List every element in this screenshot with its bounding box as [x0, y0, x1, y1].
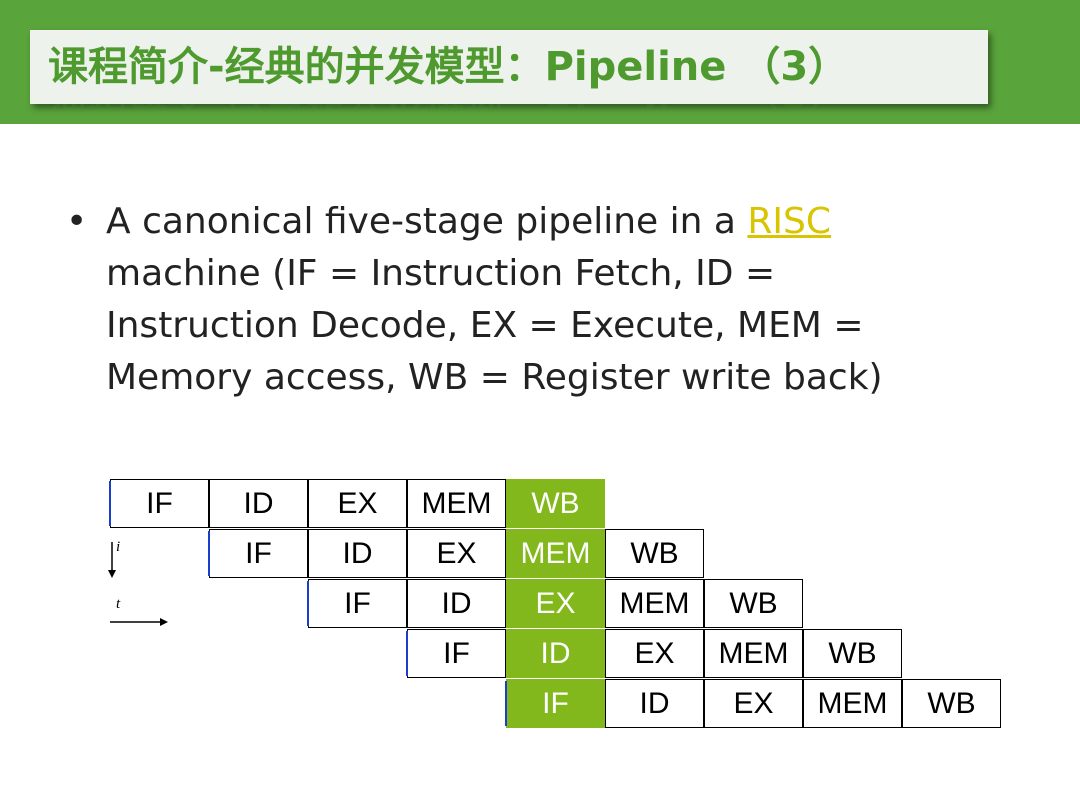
pipeline-cell-id: ID — [308, 529, 407, 578]
pipeline-cell-mem: MEM — [407, 479, 506, 528]
pipeline-cell-id: ID — [407, 579, 506, 628]
pipeline-cell-wb: WB — [506, 479, 605, 528]
pipeline-cell-ex: EX — [506, 579, 605, 628]
pipeline-cell-if: IF — [110, 479, 209, 528]
pipeline-cell-if: IF — [209, 529, 308, 578]
pipeline-cell-wb: WB — [704, 579, 803, 628]
pipeline-cell-wb: WB — [605, 529, 704, 578]
pipeline-cell-ex: EX — [605, 629, 704, 678]
bullet-text-end: machine (IF = Instruction Fetch, ID = In… — [106, 253, 883, 398]
pipeline-cell-wb: WB — [803, 629, 902, 678]
slide-title: 课程简介-经典的并发模型：Pipeline （3） — [48, 44, 849, 90]
pipeline-cell-mem: MEM — [506, 529, 605, 578]
row-start-marker — [406, 631, 408, 676]
row-start-marker — [109, 481, 111, 526]
pipeline-cell-if: IF — [506, 679, 605, 728]
axis-arrows — [108, 542, 168, 626]
pipeline-cell-mem: MEM — [605, 579, 704, 628]
pipeline-cell-if: IF — [308, 579, 407, 628]
row-start-marker — [307, 581, 309, 626]
axis-t-arrowhead — [160, 618, 168, 626]
pipeline-cell-id: ID — [209, 479, 308, 528]
pipeline-cell-mem: MEM — [803, 679, 902, 728]
bullet-item: • A canonical five-stage pipeline in a R… — [66, 196, 966, 404]
row-start-marker — [505, 681, 507, 726]
title-reflection-text: 课程简介-经典的并发模型：Pipeline （3） — [48, 104, 988, 122]
axis-label-t: t — [116, 596, 121, 612]
pipeline-cell-id: ID — [506, 629, 605, 678]
pipeline-cell-wb: WB — [902, 679, 1001, 728]
pipeline-cell-if: IF — [407, 629, 506, 678]
pipeline-cell-id: ID — [605, 679, 704, 728]
bullet-text: A canonical five-stage pipeline in a RIS… — [106, 196, 966, 404]
axis-label-i: i — [116, 539, 121, 555]
pipeline-cell-ex: EX — [308, 479, 407, 528]
title-box: 课程简介-经典的并发模型：Pipeline （3） — [30, 30, 988, 104]
bullet-dot: • — [66, 201, 88, 242]
axis-i-arrowhead — [108, 570, 116, 578]
title-reflection: 课程简介-经典的并发模型：Pipeline （3） — [48, 104, 988, 138]
pipeline-cell-ex: EX — [704, 679, 803, 728]
bullet-text-start: A canonical five-stage pipeline in a — [106, 201, 748, 242]
pipeline-cell-ex: EX — [407, 529, 506, 578]
risc-link[interactable]: RISC — [747, 201, 832, 242]
row-start-marker — [208, 531, 210, 576]
pipeline-cell-mem: MEM — [704, 629, 803, 678]
